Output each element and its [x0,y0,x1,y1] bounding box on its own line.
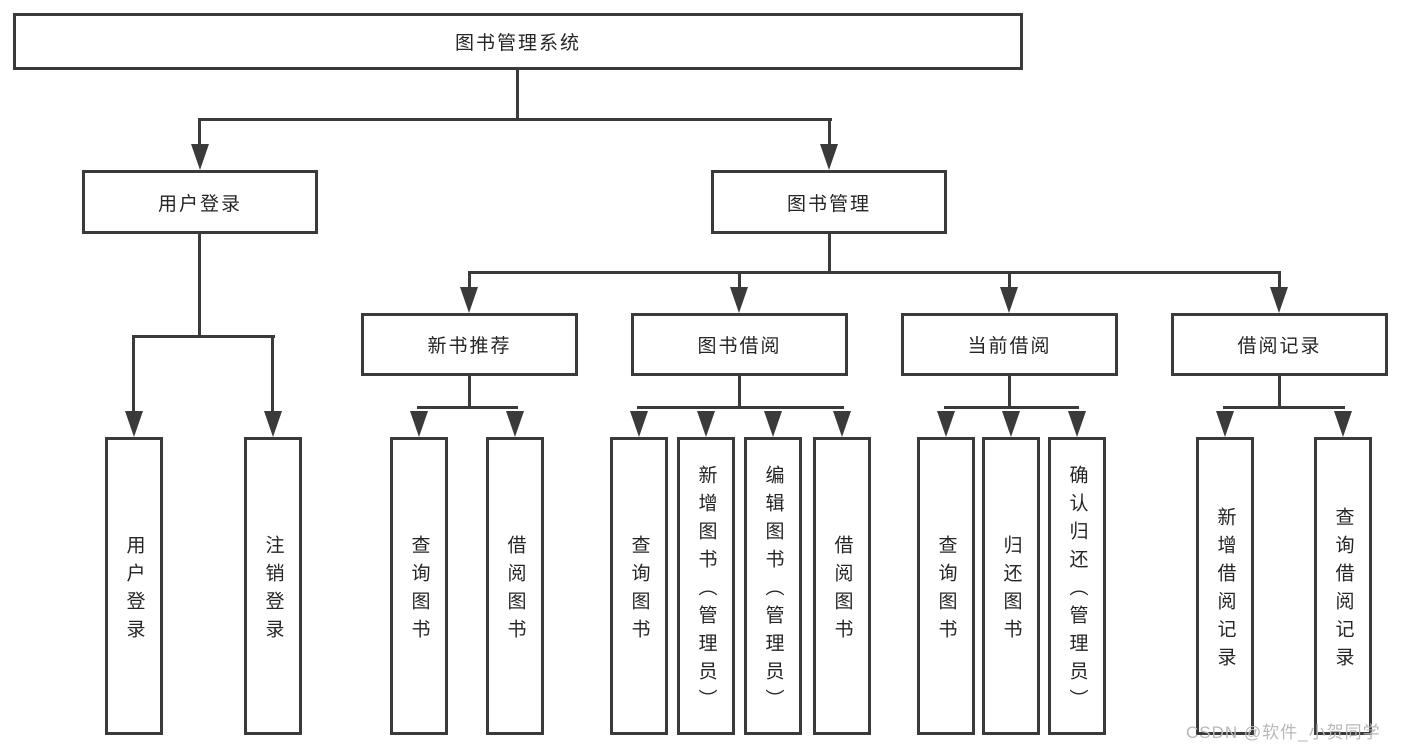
connector-cb-down [1008,375,1011,409]
arrow-down-icon [937,411,955,437]
node-library-management-system: 图书管理系统 [13,13,1023,70]
arrow-down-icon [1270,287,1288,313]
leaf-cb-confirm-return-admin: 确认归还（管理员） [1048,437,1106,735]
leaf-bb-add-books-admin: 新增图书（管理员） [677,437,735,735]
connector-leaf-stem [271,335,274,415]
leaf-br-query-borrow-record: 查询借阅记录 [1314,437,1372,735]
node-book-management: 图书管理 [711,170,947,234]
connector-nbr-crossbar [417,406,518,409]
node-current-borrowing: 当前借阅 [901,313,1118,376]
arrow-down-icon [730,287,748,313]
arrow-down-icon [410,411,428,437]
leaf-logout: 注销登录 [244,437,302,735]
leaf-bb-edit-books-admin: 编辑图书（管理员） [744,437,802,735]
connector-book-mgmt-down [828,233,831,273]
arrow-down-icon [1002,411,1020,437]
arrow-down-icon [697,411,715,437]
leaf-nbr-query-books: 查询图书 [390,437,448,735]
connector-br-down [1278,375,1281,409]
leaf-cb-return-books: 归还图书 [982,437,1040,735]
arrow-down-icon [191,144,209,170]
connector-leaf-stem [738,271,741,289]
connector-leaf-stem [132,335,135,415]
node-book-borrowing: 图书借阅 [631,313,848,376]
connector-nbr-down [468,375,471,409]
connector-root-stem [516,68,519,119]
arrow-down-icon [833,411,851,437]
arrow-down-icon [764,411,782,437]
connector-leaf-stem [1008,271,1011,289]
connector-user-login-stem [198,118,201,148]
connector-bb-down [738,375,741,409]
arrow-down-icon [1216,411,1234,437]
leaf-nbr-borrow-books: 借阅图书 [486,437,544,735]
connector-user-login-down [198,233,201,336]
node-borrowing-records: 借阅记录 [1171,313,1388,376]
leaf-bb-query-books: 查询图书 [610,437,668,735]
arrow-down-icon [264,411,282,437]
connector-user-login-crossbar [132,335,275,338]
connector-leaf-stem [1278,271,1281,289]
csdn-watermark: CSDN @软件_小贺同学 [1186,723,1381,742]
connector-book-mgmt-crossbar [468,271,1281,274]
node-user-login: 用户登录 [82,170,318,234]
connector-root-crossbar [198,118,832,121]
connector-bb-crossbar [637,406,844,409]
leaf-bb-borrow-books: 借阅图书 [813,437,871,735]
leaf-br-add-borrow-record: 新增借阅记录 [1196,437,1254,735]
connector-cb-crossbar [944,406,1079,409]
connector-leaf-stem [468,271,471,289]
connector-book-mgmt-stem [828,118,831,148]
leaf-cb-query-books: 查询图书 [917,437,975,735]
arrow-down-icon [125,411,143,437]
arrow-down-icon [506,411,524,437]
arrow-down-icon [1000,287,1018,313]
arrow-down-icon [820,144,838,170]
leaf-user-login: 用户登录 [105,437,163,735]
node-new-book-recommendation: 新书推荐 [361,313,578,376]
arrow-down-icon [630,411,648,437]
arrow-down-icon [1334,411,1352,437]
arrow-down-icon [1068,411,1086,437]
connector-br-crossbar [1223,406,1345,409]
arrow-down-icon [460,287,478,313]
